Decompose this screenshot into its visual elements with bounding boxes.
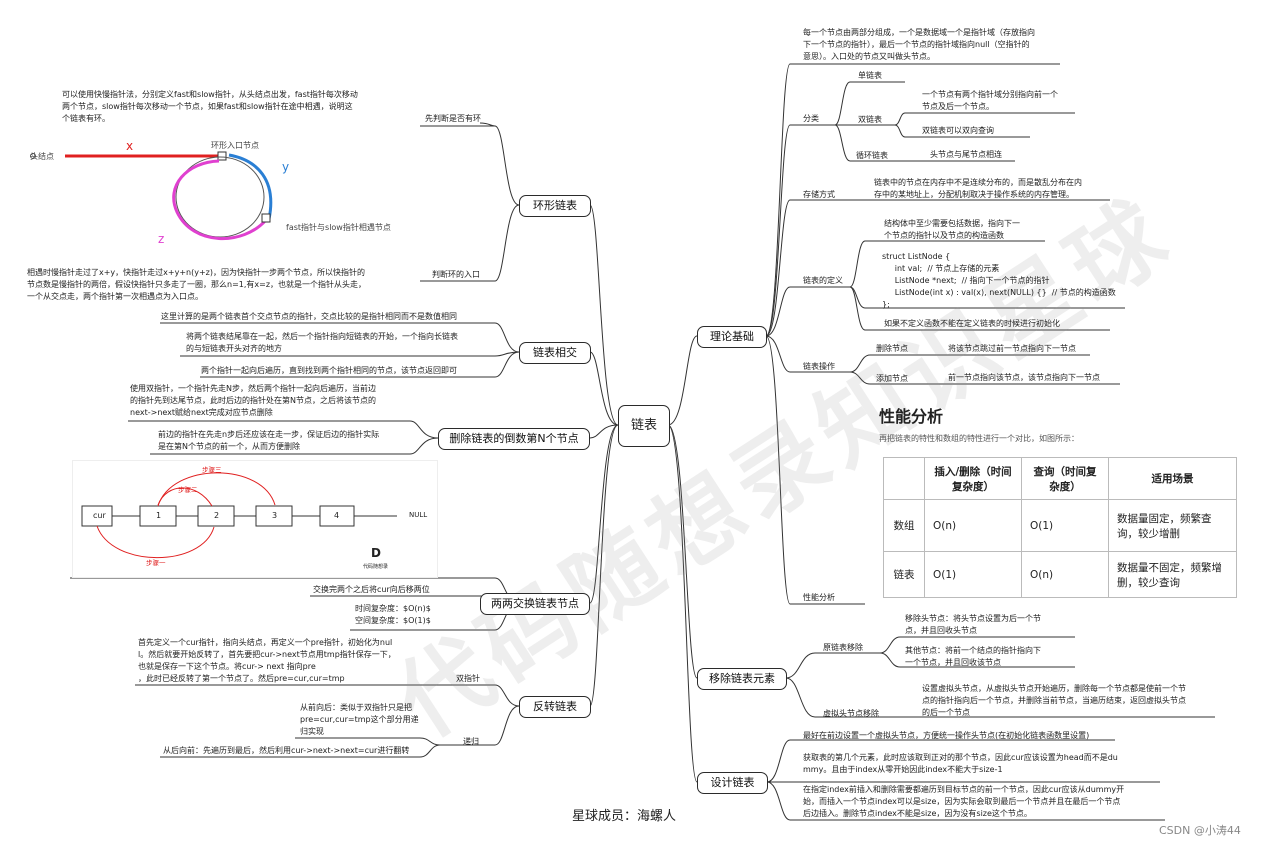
code-definition: struct ListNode { int val; // 节点上存储的元素 L… [882,252,1116,309]
text-swap-1: 交换完两个之后将cur向后移两位 [313,585,430,594]
footer-member: 星球成员：海螺人 [572,809,677,824]
text-remove-other: 其他节点：将前一个结点的指针指向下 一个节点，并且回收该节点 [905,646,1041,667]
swap-logo-text: 代码随想录 [363,564,389,570]
swap-logo-icon: D [371,546,381,560]
label-add-node: 添加节点 [876,374,908,383]
table-cell: 链表 [883,551,925,598]
label-storage: 存储方式 [803,190,835,199]
label-y: y [282,160,290,174]
text-circular: 头节点与尾节点相连 [930,150,1002,159]
text-remove-head: 移除头节点：将头节点设置为后一个节 点，并且回收头节点 [905,614,1041,635]
table-cell: 数据量不固定，频繁增删，较少查询 [1108,551,1237,598]
performance-table: 插入/删除（时间复杂度） 查询（时间复杂度） 适用场景 数组 O(n) O(1)… [883,457,1237,598]
text-intersection-1: 这里计算的是两个链表首个交点节点的指针，交点比较的是指针相同而不是数值相同 [161,312,457,321]
label-operations: 链表操作 [803,362,835,371]
text-double-1: 一个节点有两个指针域分别指向前一个 节点及后一个节点。 [922,90,1058,111]
table-header: 适用场景 [1108,457,1237,500]
text-delete-node: 将该节点跳过前一节点指向下一节点 [948,344,1076,353]
text-recursion-1: 从前向后：类似于双指针只是把 pre=cur,cur=tmp这个部分用递 归实现 [300,703,419,736]
swap-node-3: 3 [272,511,278,520]
topic-cycle-list[interactable]: 环形链表 [519,195,591,217]
swap-node-1: 1 [156,511,162,520]
text-remove-nth-1: 使用双指针，一个指针先走N步，然后两个指针一起向后遍历，当前边 的指针先到达尾节… [130,384,376,417]
text-fast-slow: 可以使用快慢指针法，分别定义fast和slow指针，从头结点出发，fast指针每… [62,90,358,123]
text-storage: 链表中的节点在内存中不是连续分布的，而是散乱分布在内 存中的某地址上，分配机制取… [874,178,1082,199]
table-cell: O(1) [924,551,1022,598]
text-intersection-3: 两个指针一起向后遍历，直到找到两个指针相同的节点，该节点返回即可 [201,366,457,375]
table-header: 查询（时间复杂度） [1021,457,1109,500]
text-definition-2: 如果不定义函数不能在定义链表的时候进行初始化 [884,319,1060,328]
table-cell: O(n) [924,499,1022,552]
label-entry-node: 环形入口节点 [211,141,259,150]
topic-design-list[interactable]: 设计链表 [697,772,768,794]
table-cell: 数据量固定，频繁查询，较少增删 [1108,499,1237,552]
text-recursion-2: 从后向前：先遍历到最后，然后利用cur->next->next=cur进行翻转 [163,746,410,755]
label-x: x [126,139,134,153]
label-two-pointers: 双指针 [456,674,480,683]
topic-swap-pairs[interactable]: 两两交换链表节点 [480,593,590,615]
topic-intersection[interactable]: 链表相交 [519,342,591,364]
text-remove-nth-2: 前边的指针在先走n步后还应该在走一步，保证后边的指针实际 是在第N个节点的前一个… [158,430,380,451]
topic-theory[interactable]: 理论基础 [697,326,767,348]
topic-remove-nth[interactable]: 删除链表的倒数第N个节点 [438,428,590,450]
table-header: 插入/删除（时间复杂度） [924,457,1022,500]
swap-figure [72,460,438,578]
swap-step1: 步骤一 [146,559,166,567]
text-add-node: 前一节点指向该节点，该节点指向下一节点 [948,373,1100,382]
swap-node-cur: cur [93,511,106,520]
table-row: 链表 O(1) O(n) 数据量不固定，频繁增删，较少查询 [883,551,1237,598]
text-design-3: 在指定index前插入和删除需要都遍历到目标节点的前一个节点，因此cur应该从d… [803,785,1125,818]
label-recursion: 递归 [463,737,479,746]
label-single-list: 单链表 [858,71,882,80]
topic-reverse[interactable]: 反转链表 [519,696,591,718]
text-swap-2: 时间复杂度：$O(n)$ 空间复杂度：$O(1)$ [355,604,431,625]
table-row: 数组 O(n) O(1) 数据量固定，频繁查询，较少增删 [883,499,1237,552]
label-head-node: 头结点 [30,152,54,161]
text-two-pointers: 首先定义一个cur指针，指向头结点，再定义一个pre指针，初始化为nul l。然… [138,638,396,683]
text-definition-1: 结构体中至少需要包括数据，指向下一 个节点的指针以及节点的构造函数 [884,219,1020,240]
performance-title: 性能分析 [879,407,944,426]
text-design-1: 最好在前边设置一个虚拟头节点，方便统一操作头节点(在初始化链表函数里设置) [803,731,1090,740]
label-definition: 链表的定义 [803,276,843,285]
swap-step3: 步骤三 [202,466,222,474]
center-topic-linked-list[interactable]: 链表 [618,405,670,447]
label-double-list: 双链表 [858,115,882,124]
text-design-2: 获取表的第几个元素，此时应该取到正对的那个节点，因此cur应该设置为head而不… [803,753,1118,774]
table-cell: 数组 [883,499,925,552]
text-double-2: 双链表可以双向查询 [922,126,994,135]
label-performance: 性能分析 [803,593,835,602]
table-cell: O(n) [1021,551,1109,598]
label-cycle-entry: 判断环的入口 [432,270,480,279]
label-original-remove: 原链表移除 [823,643,863,652]
text-theory-intro: 每一个节点由两部分组成，一个是数据域一个是指针域（存放指向 下一个节点的指针），… [803,28,1035,61]
performance-subtitle: 再把链表的特性和数组的特性进行一个对比，如图所示： [879,434,1079,443]
table-header [883,457,925,500]
table-cell: O(1) [1021,499,1109,552]
swap-node-4: 4 [334,511,340,520]
label-z: z [158,232,165,246]
topic-remove-elements[interactable]: 移除链表元素 [697,668,787,690]
swap-null: NULL [409,511,428,519]
label-circular-list: 循环链表 [856,151,888,160]
label-detect-cycle: 先判断是否有环 [425,114,481,123]
text-cycle-entry: 相遇时慢指针走过了x+y，快指针走过x+y+n(y+z)，因为快指针一步两个节点… [27,268,367,301]
label-category: 分类 [803,114,819,123]
label-meet-node: fast指针与slow指针相遇节点 [286,223,391,232]
csdn-watermark: CSDN @小涛44 [1159,824,1241,837]
label-delete-node: 删除节点 [876,344,908,353]
label-dummy-remove: 虚拟头节点移除 [823,709,879,718]
text-intersection-2: 将两个链表结尾靠在一起，然后一个指针指向短链表的开始，一个指向长链表 的与短链表… [186,332,458,353]
swap-step2: 步骤二 [178,486,198,494]
text-dummy-remove: 设置虚拟头节点，从虚拟头节点开始遍历，删除每一个节点都是使前一个节 点的指针指向… [922,684,1186,717]
swap-node-2: 2 [214,511,220,520]
cycle-figure [30,151,273,240]
